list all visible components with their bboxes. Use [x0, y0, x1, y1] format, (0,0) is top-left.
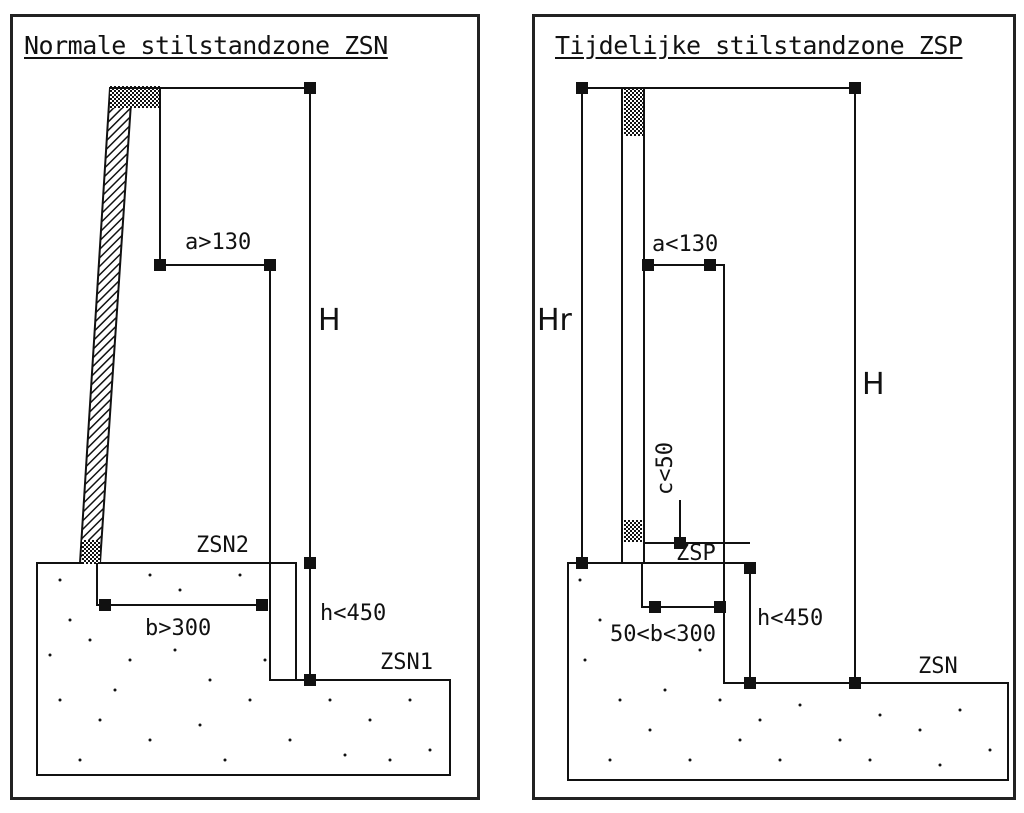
right-label-Hr: Hr [537, 303, 572, 338]
left-label-h: h<450 [320, 601, 387, 626]
left-label-zsn1: ZSN1 [380, 650, 433, 675]
right-label-zsn: ZSN [918, 654, 958, 679]
right-platform-top [624, 88, 644, 136]
right-label-a: a<130 [652, 232, 719, 257]
right-label-H: H [862, 367, 885, 402]
left-drawing [36, 82, 451, 776]
left-label-H: H [318, 303, 341, 338]
left-label-a: a>130 [185, 230, 252, 255]
left-platform-wall [78, 87, 134, 564]
left-label-zsn2: ZSN2 [196, 533, 249, 558]
right-label-zsp: ZSP [676, 541, 716, 566]
left-platform-top [110, 86, 160, 108]
right-label-h: h<450 [757, 606, 824, 631]
left-ground [36, 562, 451, 776]
right-label-b: 50<b<300 [610, 622, 716, 647]
right-drawing [567, 82, 1009, 781]
right-panel-title: Tijdelijke stilstandzone ZSP [555, 31, 963, 60]
left-label-b: b>300 [145, 616, 212, 641]
right-speckles [578, 578, 992, 767]
left-panel-title: Normale stilstandzone ZSN [24, 31, 388, 60]
right-label-c: c<50 [653, 442, 678, 495]
left-speckles [48, 573, 432, 762]
